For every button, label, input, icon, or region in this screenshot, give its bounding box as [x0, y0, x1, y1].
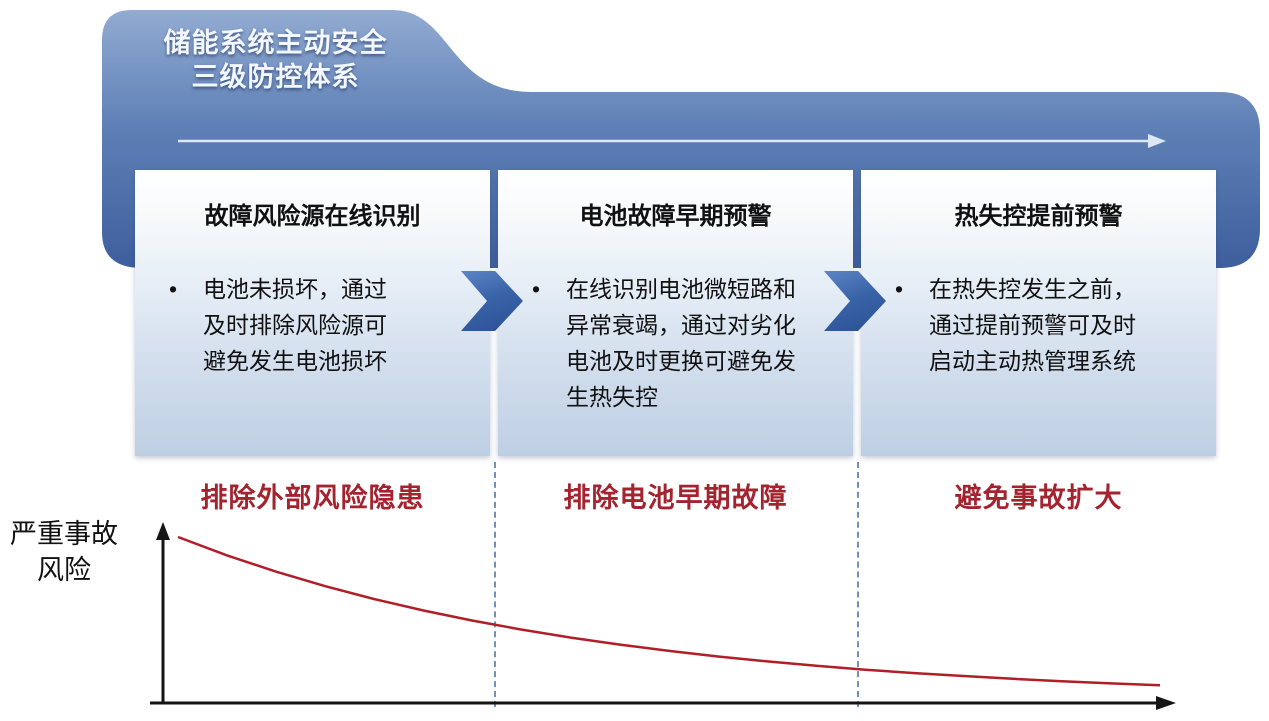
bullet-icon: • — [532, 276, 541, 302]
stage-card-risk-identification: 故障风险源在线识别 • 电池未损坏，通过及时排除风险源可避免发生电池损坏 — [135, 170, 490, 456]
diagram-title: 储能系统主动安全 三级防控体系 — [108, 26, 443, 94]
y-axis-label-line1: 严重事故 — [10, 519, 118, 549]
risk-curve — [177, 535, 1161, 687]
y-axis — [156, 522, 170, 703]
x-axis — [150, 696, 1176, 710]
stage-card-header: 电池故障早期预警 — [579, 203, 772, 230]
column-divider-dashed — [857, 462, 859, 707]
stage-card-bullet-row: • 在热失控发生之前，通过提前预警可及时启动主动热管理系统 — [861, 271, 1216, 379]
flow-arrow-icon — [178, 134, 1166, 148]
stage-card-bullet-row: • 在线识别电池微短路和异常衰竭，通过对劣化电池及时更换可避免发生热失控 — [498, 271, 853, 415]
y-axis-label: 严重事故 风险 — [6, 516, 122, 588]
bullet-icon: • — [169, 276, 178, 302]
diagram-title-line2: 三级防控体系 — [191, 62, 360, 92]
column-label: 排除电池早期故障 — [563, 483, 788, 513]
column-label: 避免事故扩大 — [954, 483, 1123, 513]
stage-card-bullet-row: • 电池未损坏，通过及时排除风险源可避免发生电池损坏 — [135, 271, 490, 379]
stage-card-thermal-runaway: 热失控提前预警 • 在热失控发生之前，通过提前预警可及时启动主动热管理系统 — [861, 170, 1216, 456]
stage-card-bullet-text: 在热失控发生之前，通过提前预警可及时启动主动热管理系统 — [929, 276, 1136, 374]
stage-card-bullet-text: 在线识别电池微短路和异常衰竭，通过对劣化电池及时更换可避免发生热失控 — [566, 276, 796, 410]
y-axis-label-line2: 风险 — [37, 555, 91, 585]
stage-card-header: 热失控提前预警 — [954, 203, 1123, 230]
column-label: 排除外部风险隐患 — [200, 483, 425, 513]
bullet-icon: • — [895, 276, 904, 302]
stage-card-early-warning: 电池故障早期预警 • 在线识别电池微短路和异常衰竭，通过对劣化电池及时更换可避免… — [498, 170, 853, 456]
stage-card-header: 故障风险源在线识别 — [204, 203, 421, 230]
column-divider-dashed — [494, 462, 496, 707]
diagram-title-line1: 储能系统主动安全 — [163, 28, 388, 58]
stage-card-bullet-text: 电池未损坏，通过及时排除风险源可避免发生电池损坏 — [203, 276, 387, 374]
